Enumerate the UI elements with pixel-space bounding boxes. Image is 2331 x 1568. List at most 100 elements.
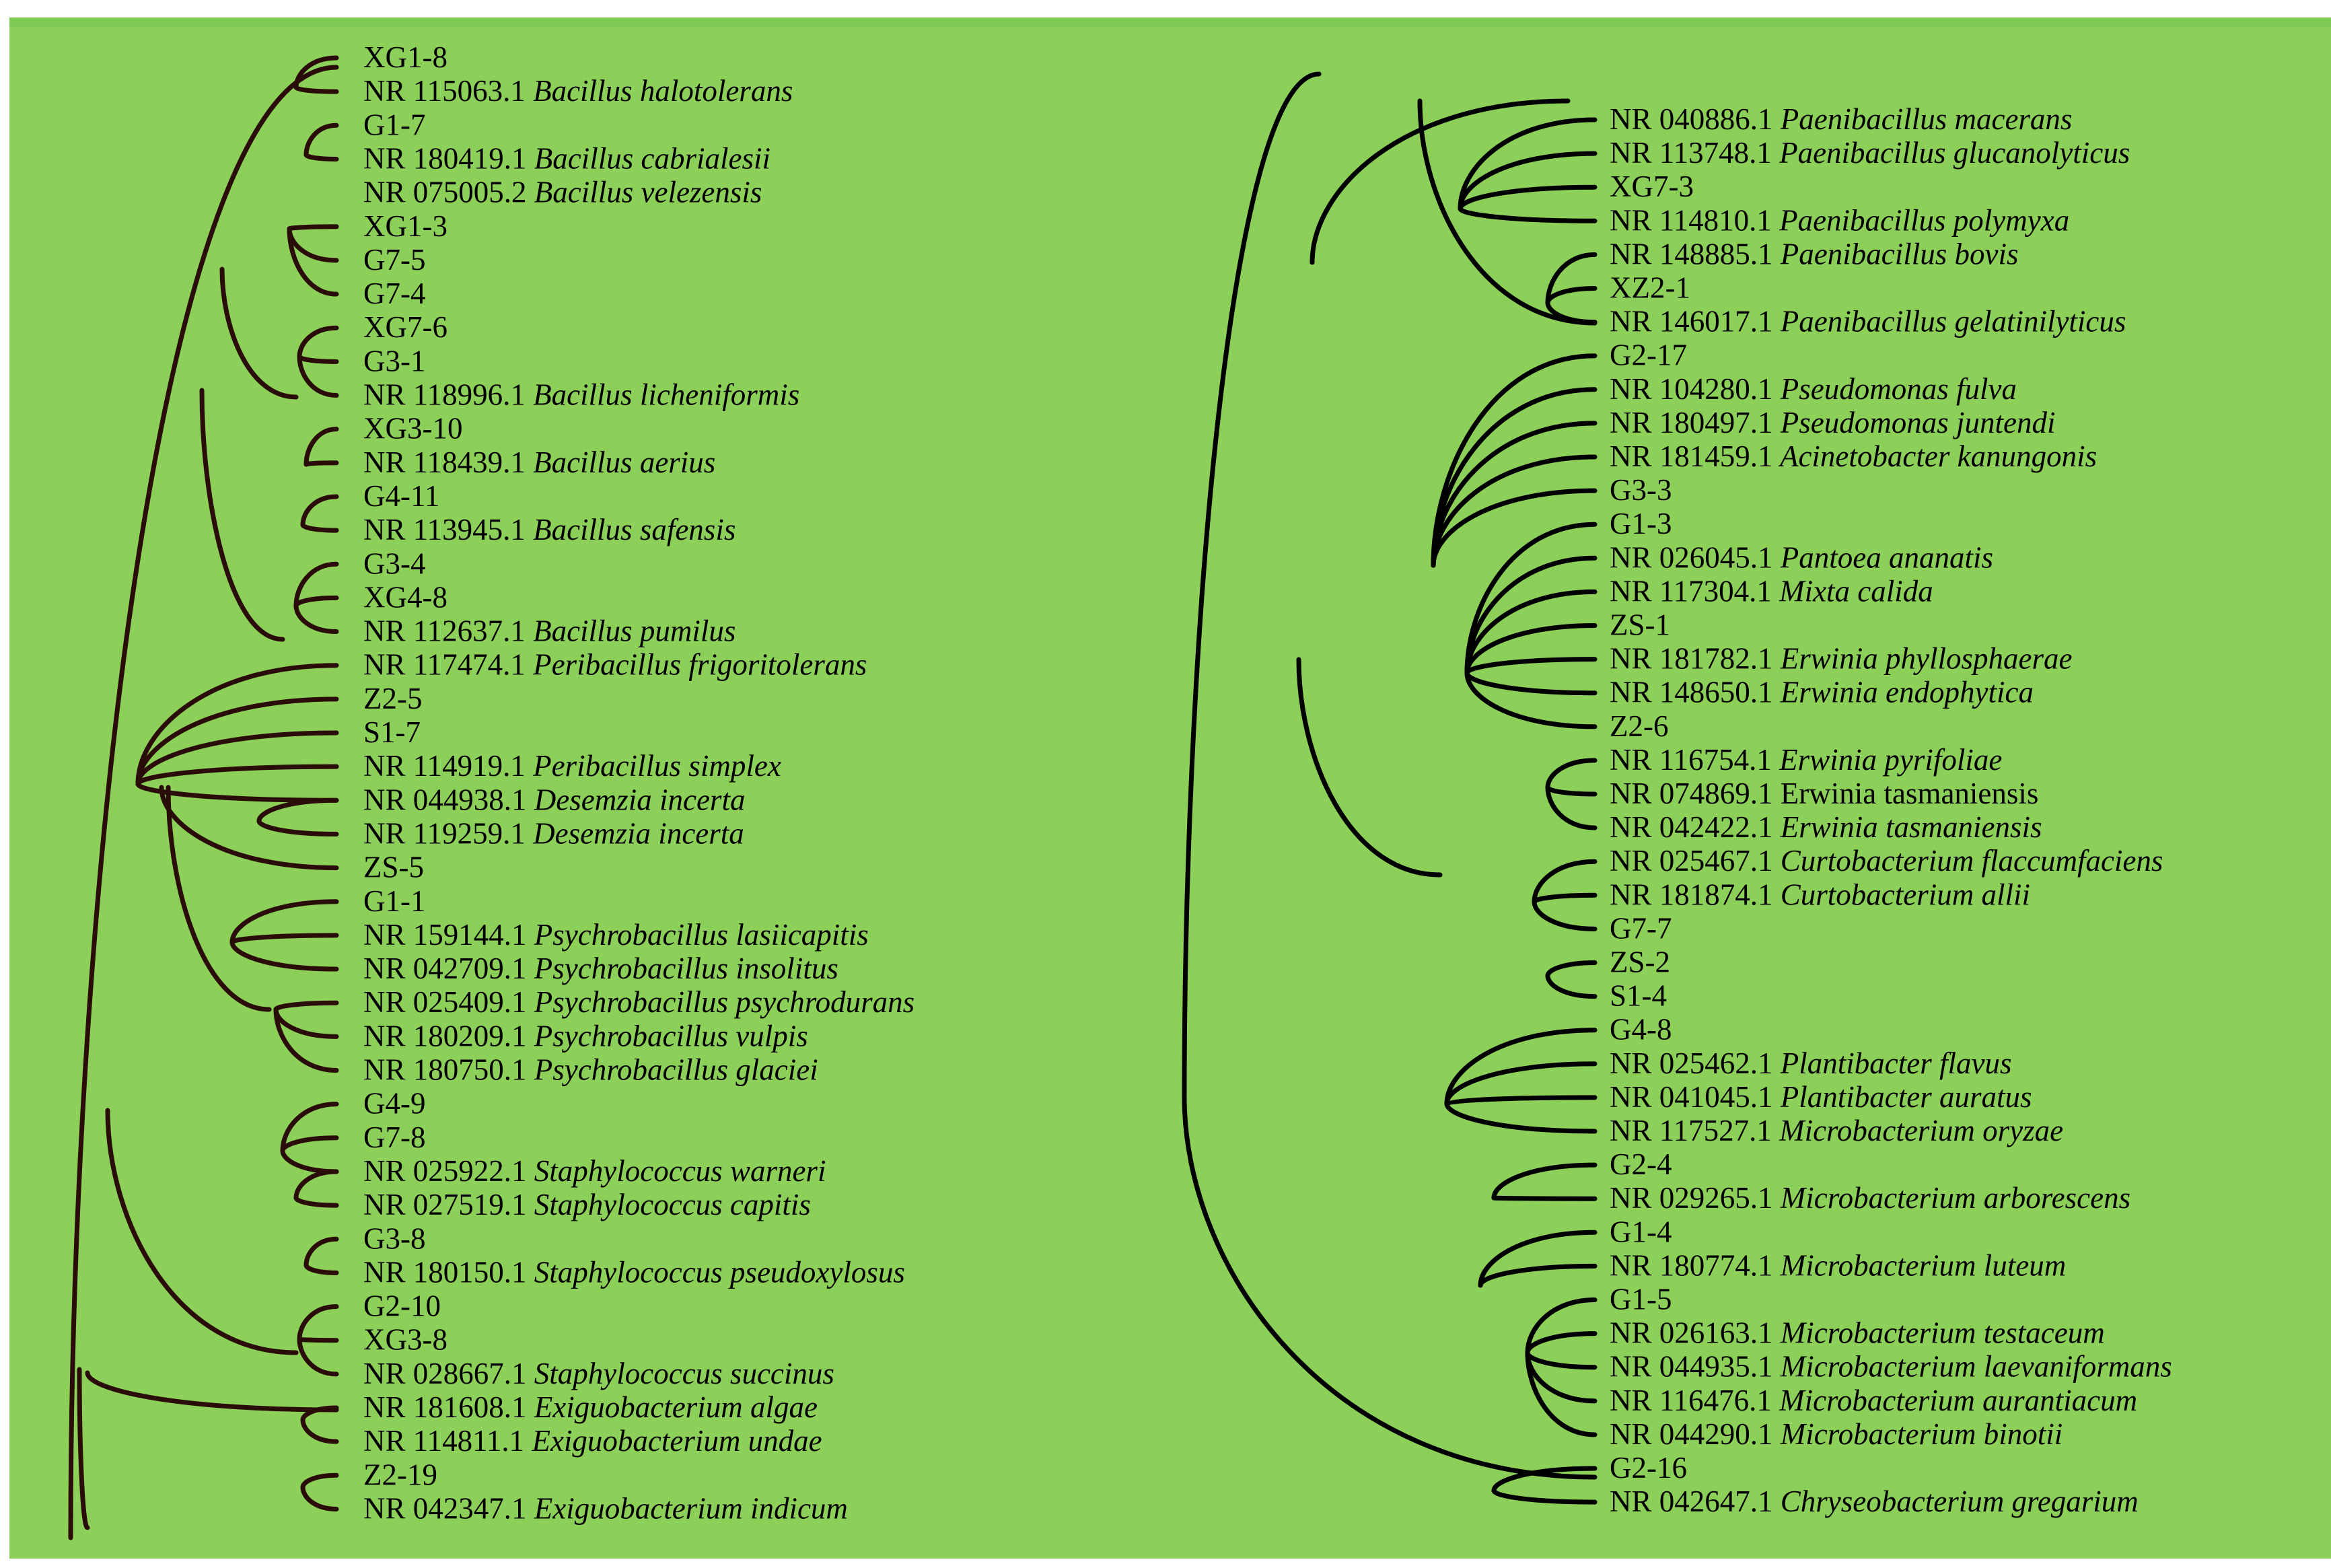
terminal-branch <box>1464 623 1598 676</box>
internal-branch <box>219 266 299 400</box>
accession-text: G3-3 <box>1610 473 1672 507</box>
terminal-branch <box>1458 117 1598 211</box>
accession-text: NR 113945.1 <box>363 513 526 546</box>
right-leaf-label: NR 026163.1 Microbacterium testaceum <box>1610 1316 2105 1350</box>
right-leaf-label: NR 040886.1 Paenibacillus macerans <box>1610 102 2072 136</box>
accession-text: G2-10 <box>363 1289 441 1323</box>
right-leaf-label: G4-8 <box>1610 1013 1672 1046</box>
internal-branch <box>85 1370 339 1413</box>
terminal-branch <box>300 494 339 528</box>
species-name-text: Curtobacterium allii <box>1773 878 2031 911</box>
accession-text: NR 116754.1 <box>1610 743 1772 777</box>
accession-text: NR 044290.1 <box>1610 1417 1773 1451</box>
root-secondary <box>1182 1094 1598 1480</box>
right-leaf-label: NR 181459.1 Acinetobacter kanungonis <box>1610 439 2097 473</box>
accession-text: NR 117474.1 <box>363 648 526 682</box>
species-name-text: Psychrobacillus vulpis <box>527 1019 808 1053</box>
accession-text: NR 026163.1 <box>1610 1316 1773 1350</box>
accession-text: NR 028667.1 <box>363 1357 527 1390</box>
species-name-text: Erwinia tasmaniensis <box>1773 810 2042 844</box>
internal-branch <box>199 388 285 642</box>
terminal-branch <box>1431 421 1598 568</box>
right-leaf-label: NR 180497.1 Pseudomonas juntendi <box>1610 406 2055 439</box>
terminal-branch <box>1545 785 1598 830</box>
accession-text: NR 180774.1 <box>1610 1248 1773 1282</box>
accession-text: Z2-19 <box>363 1458 437 1491</box>
right-leaf-label: G1-3 <box>1610 507 1672 540</box>
terminal-branch <box>1491 1466 1598 1493</box>
right-leaf-label: NR 148650.1 Erwinia endophytica <box>1610 676 2034 709</box>
species-name-text: Psychrobacillus glaciei <box>527 1053 818 1087</box>
accession-text: G1-3 <box>1610 507 1672 540</box>
right-leaf-label: S1-4 <box>1610 979 1667 1013</box>
accession-text: NR 044935.1 <box>1610 1350 1773 1384</box>
terminal-branch <box>1545 252 1598 306</box>
terminal-branch <box>303 427 339 467</box>
accession-text: G7-8 <box>363 1120 425 1154</box>
accession-text: NR 027519.1 <box>363 1188 527 1221</box>
right-leaf-label: NR 181782.1 Erwinia phyllosphaerae <box>1610 642 2072 676</box>
terminal-branch <box>297 1337 339 1343</box>
right-leaf-label: G2-17 <box>1610 338 1687 372</box>
right-leaf-label: NR 114810.1 Paenibacillus polymyxa <box>1610 203 2069 237</box>
accession-text: G1-1 <box>363 884 425 918</box>
accession-text: XG7-3 <box>1610 170 1694 203</box>
terminal-branch <box>229 899 339 945</box>
terminal-branch <box>256 818 339 836</box>
terminal-branch <box>1545 973 1598 999</box>
left-leaf-label: NR 118439.1 Bacillus aerius <box>363 446 715 479</box>
species-name-text: Microbacterium binotii <box>1773 1417 2063 1451</box>
left-tree-leaf-labels: XG1-8NR 115063.1 Bacillus halotoleransG1… <box>363 40 915 1525</box>
terminal-branch <box>1464 670 1598 696</box>
accession-text: NR 148885.1 <box>1610 237 1773 271</box>
terminal-branch <box>1491 1488 1598 1505</box>
terminal-branch <box>1545 758 1598 790</box>
right-leaf-label: NR 113748.1 Paenibacillus glucanolyticus <box>1610 136 2130 170</box>
species-name-text: Chryseobacterium gregarium <box>1773 1485 2139 1518</box>
right-leaf-label: NR 025462.1 Plantibacter flavus <box>1610 1046 2011 1080</box>
right-leaf-label: G1-5 <box>1610 1283 1672 1316</box>
accession-text: NR 042709.1 <box>363 952 527 985</box>
terminal-branch <box>1431 488 1598 568</box>
terminal-branch <box>1525 1331 1598 1355</box>
terminal-branch <box>1431 353 1598 568</box>
terminal-branch <box>1464 555 1598 676</box>
species-name-text: Desemzia incerta <box>527 783 746 816</box>
right-leaf-label: NR 025467.1 Curtobacterium flaccumfacien… <box>1610 844 2163 878</box>
accession-text: NR 181608.1 <box>363 1390 527 1424</box>
accession-text: NR 112637.1 <box>363 614 526 648</box>
left-leaf-label: NR 075005.2 Bacillus velezensis <box>363 176 762 209</box>
right-leaf-label: NR 074869.1 Erwinia tasmaniensis <box>1610 777 2038 810</box>
accession-text: NR 040886.1 <box>1610 102 1773 136</box>
species-name-text: Plantibacter auratus <box>1773 1080 2032 1114</box>
terminal-branch <box>1532 892 1598 904</box>
species-name-text: Paenibacillus glucanolyticus <box>1772 136 2130 170</box>
left-leaf-label: G3-8 <box>363 1221 425 1255</box>
species-name-text: Erwinia pyrifoliae <box>1772 743 2003 777</box>
terminal-branch <box>300 1472 339 1490</box>
accession-text: NR 117304.1 <box>1610 574 1772 608</box>
accession-text: NR 114811.1 <box>363 1424 524 1458</box>
accession-text: NR 115063.1 <box>363 74 526 108</box>
terminal-branch <box>293 1195 339 1208</box>
left-leaf-label: XG4-8 <box>363 580 447 614</box>
terminal-branch <box>1458 206 1598 223</box>
left-leaf-label: Z2-19 <box>363 1458 437 1491</box>
terminal-branch <box>1464 589 1598 676</box>
species-name-text: Psychrobacillus lasiicapitis <box>527 918 869 952</box>
species-name-text: Psychrobacillus psychrodurans <box>527 985 915 1019</box>
left-leaf-label: XG7-6 <box>363 310 447 344</box>
left-leaf-label: G7-5 <box>363 243 425 277</box>
terminal-branch <box>300 522 339 533</box>
left-leaf-label: G1-7 <box>363 108 425 141</box>
terminal-branch <box>273 1000 339 1012</box>
internal-branch <box>1417 98 1598 326</box>
terminal-branch <box>293 55 339 90</box>
right-leaf-label: ZS-1 <box>1610 608 1670 642</box>
species-name-text: Paenibacillus macerans <box>1773 102 2073 136</box>
terminal-branch <box>135 663 339 787</box>
accession-text: NR 041045.1 <box>1610 1080 1773 1114</box>
right-leaf-label: G2-4 <box>1610 1147 1672 1181</box>
right-leaf-label: G1-4 <box>1610 1215 1672 1248</box>
accession-text: NR 180750.1 <box>363 1053 527 1087</box>
